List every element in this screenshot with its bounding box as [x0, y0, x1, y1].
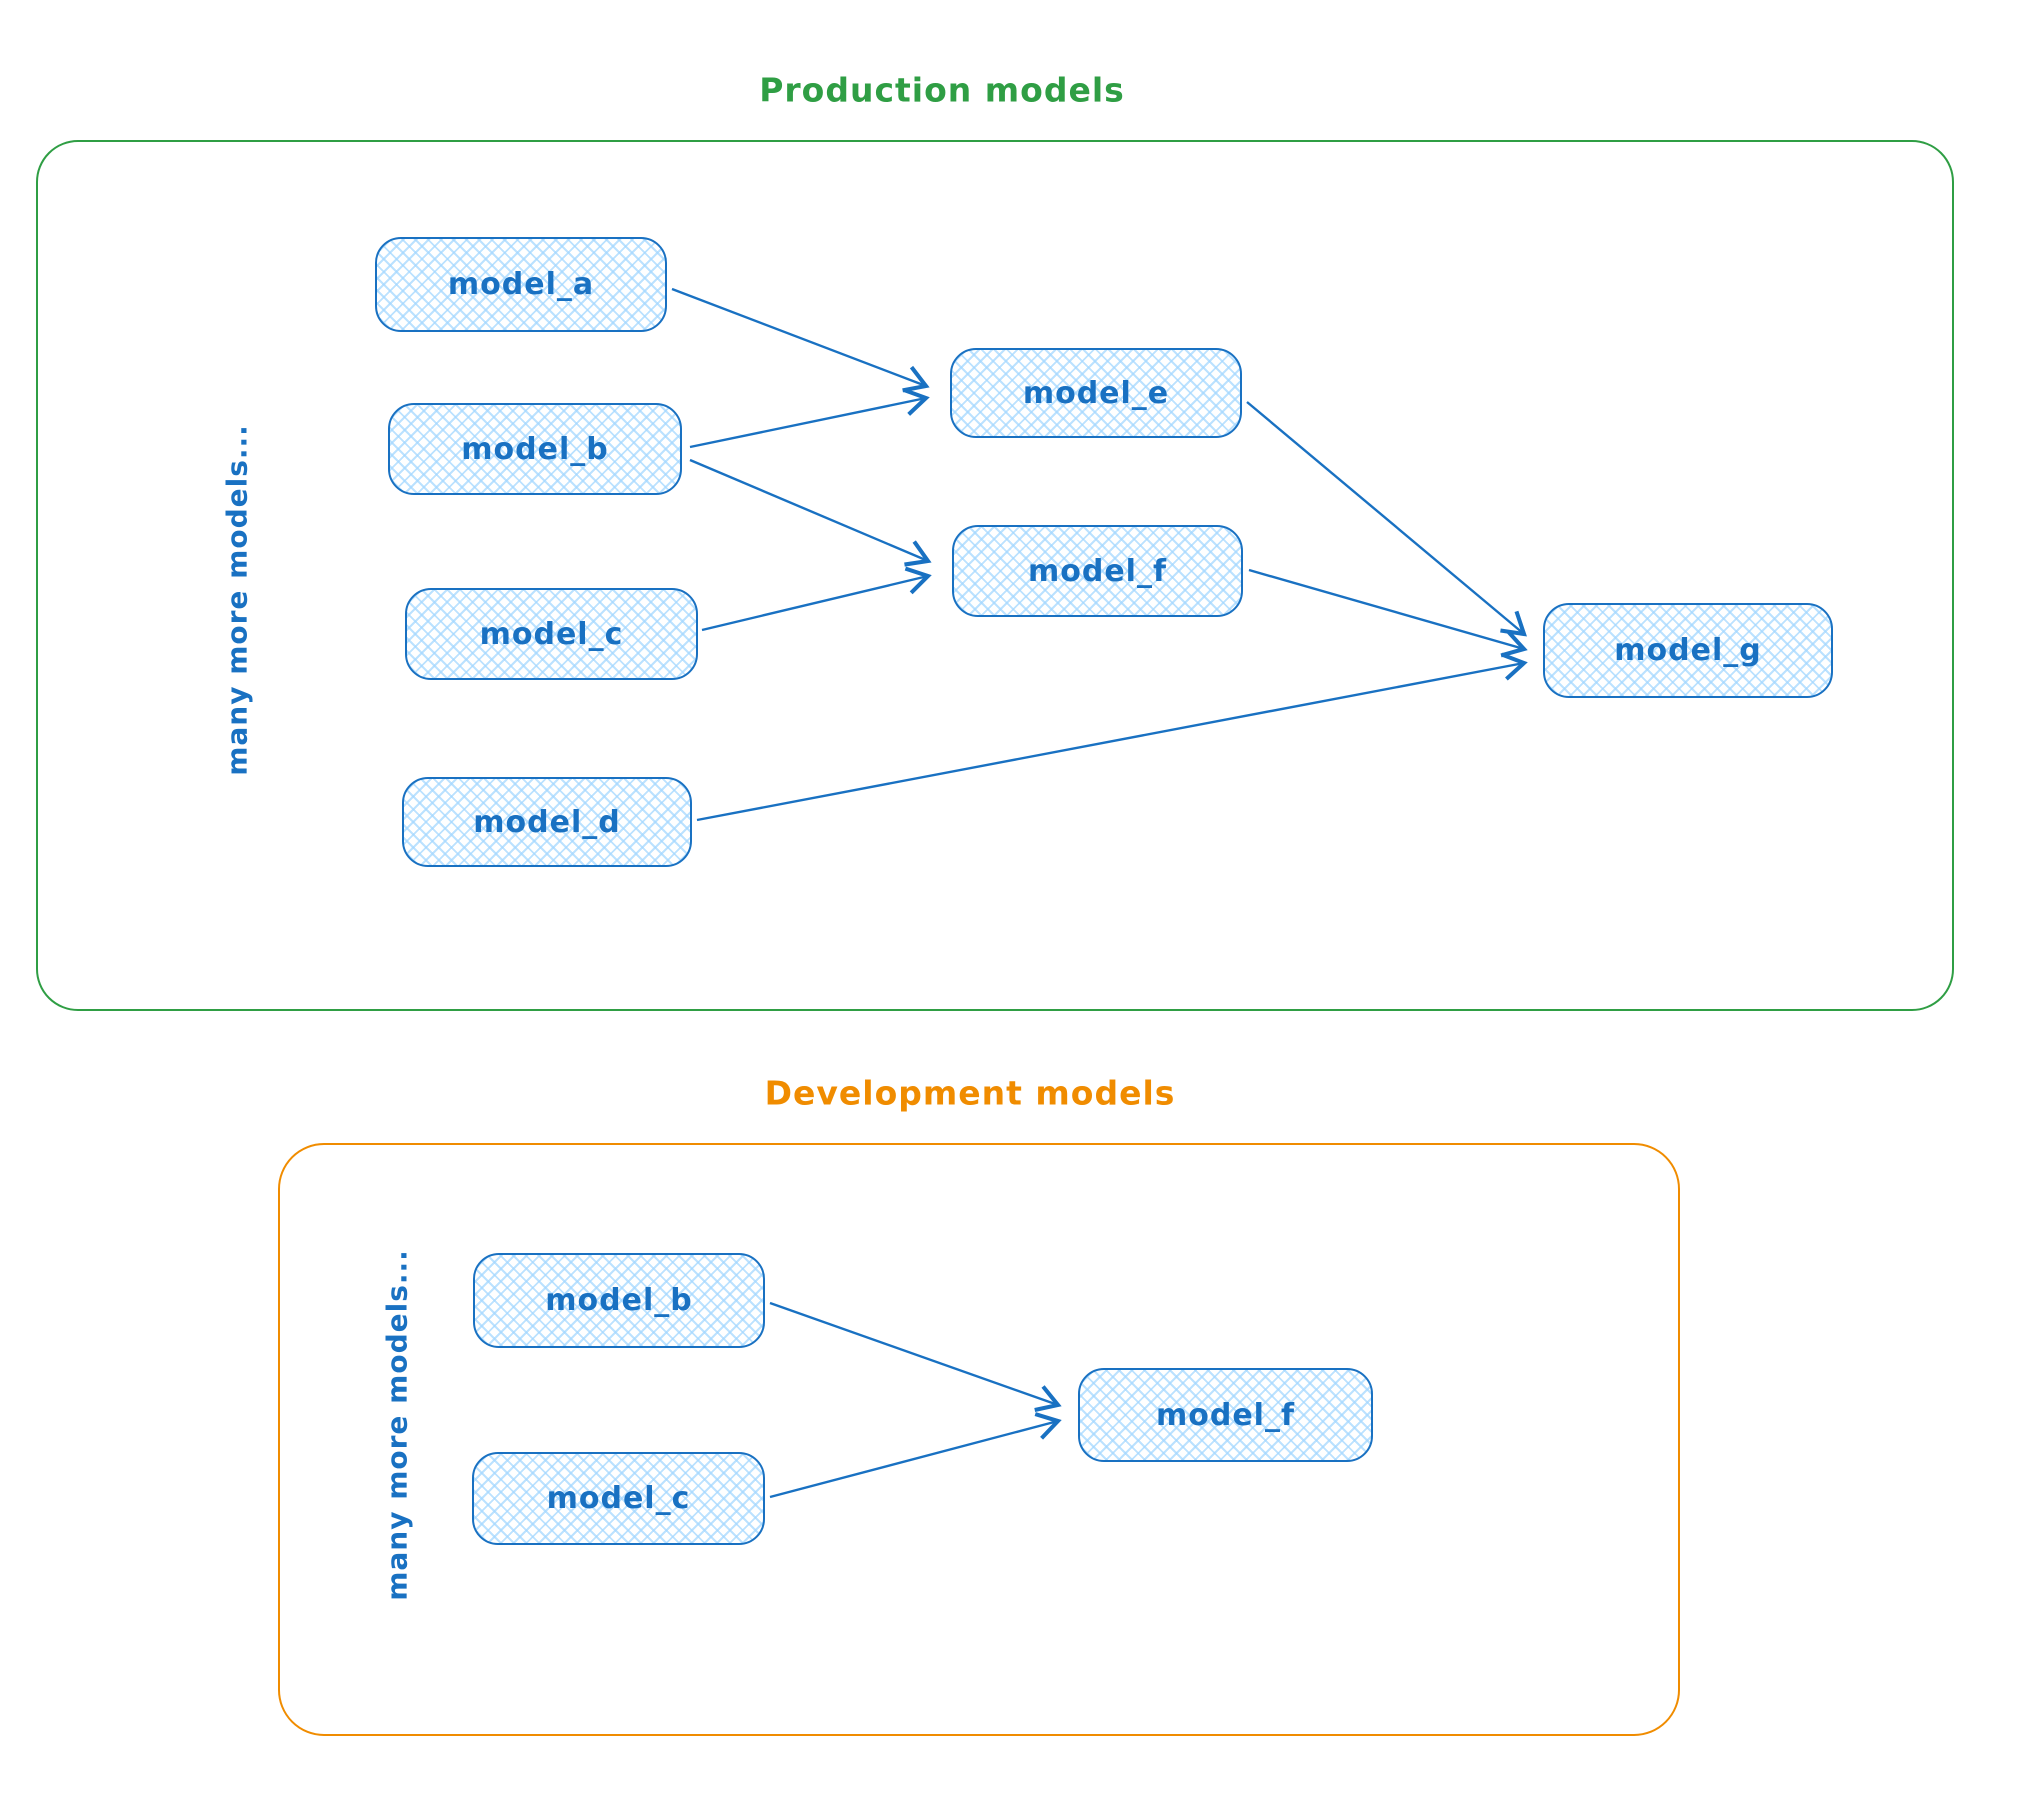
node-production-model-f: model_f	[952, 525, 1243, 617]
node-production-model-d: model_d	[402, 777, 692, 867]
node-production-model-b: model_b	[388, 403, 682, 495]
node-production-model-a: model_a	[375, 237, 667, 332]
node-development-model-c: model_c	[472, 1452, 765, 1545]
node-label: model_f	[1027, 553, 1168, 589]
development-section-title: Development models	[764, 1073, 1176, 1113]
production-section-title: Production models	[759, 70, 1125, 110]
node-development-model-b: model_b	[473, 1253, 765, 1348]
node-label: model_f	[1155, 1397, 1296, 1433]
node-label: model_b	[545, 1283, 693, 1318]
development-container-frame	[278, 1143, 1680, 1736]
node-development-model-f: model_f	[1078, 1368, 1373, 1462]
node-label: model_c	[546, 1481, 691, 1516]
development-side-label: many more models...	[380, 1249, 414, 1601]
production-side-label: many more models...	[220, 424, 254, 776]
node-production-model-e: model_e	[950, 348, 1242, 438]
node-label: model_e	[1022, 375, 1170, 411]
node-production-model-c: model_c	[405, 588, 698, 680]
node-label: model_c	[479, 616, 624, 652]
node-label: model_b	[461, 431, 609, 467]
production-container-frame	[36, 140, 1954, 1011]
node-label: model_d	[473, 804, 621, 840]
node-production-model-g: model_g	[1543, 603, 1833, 698]
node-label: model_a	[447, 267, 595, 302]
node-label: model_g	[1614, 633, 1762, 668]
